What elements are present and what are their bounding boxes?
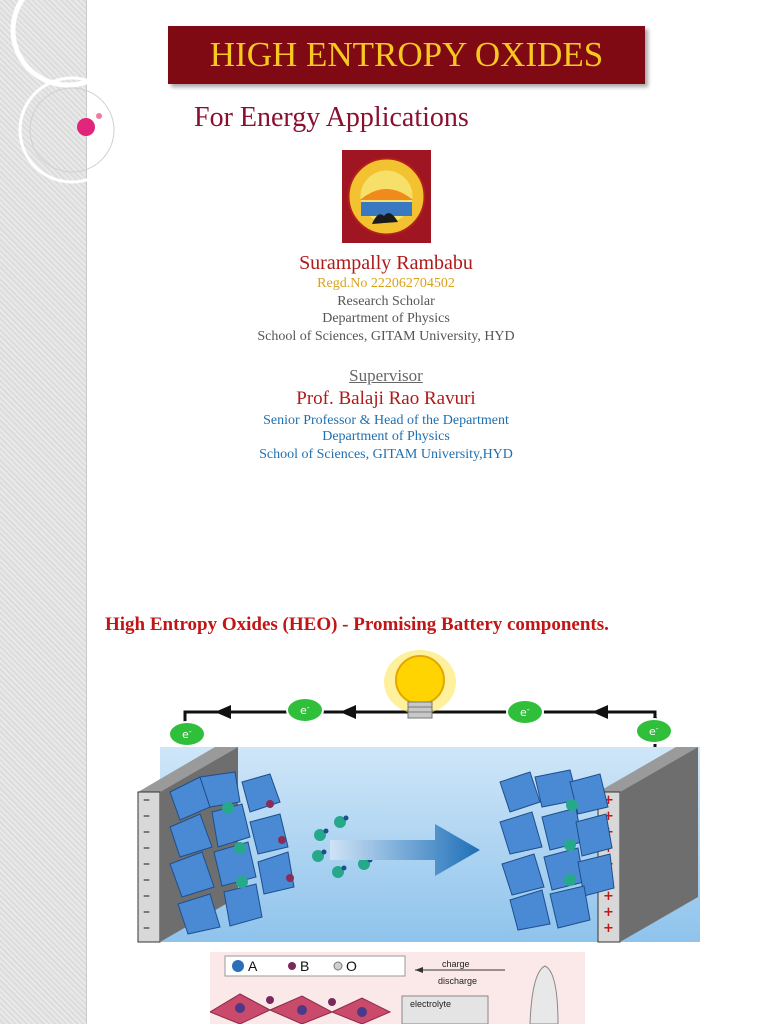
anode-crystal-structure (169, 771, 295, 935)
legend-entry-o: O (333, 958, 357, 974)
svg-text:–: – (143, 808, 150, 824)
svg-text:A: A (248, 958, 258, 974)
electron-label: e- (182, 727, 192, 741)
electron-label: e- (649, 724, 659, 738)
charge-direction-arrow (330, 824, 480, 876)
svg-text:–: – (143, 872, 150, 888)
university-logo (342, 150, 431, 243)
electrolyte-label: electrolyte (410, 999, 451, 1009)
supervisor-department: Department of Physics (322, 429, 450, 444)
lattice-fragment (210, 993, 392, 1024)
decorative-side-strip (0, 0, 126, 1024)
electrode-shape (529, 965, 559, 1024)
charge-label: charge (442, 959, 470, 969)
svg-text:–: – (143, 792, 150, 808)
decorative-circles (10, 0, 126, 184)
svg-text:+: + (603, 905, 614, 920)
svg-text:O: O (346, 958, 357, 974)
presenter-department: Department of Physics (322, 311, 450, 326)
electron-badge-2: e- (286, 697, 324, 723)
page-subtitle: For Energy Applications (194, 102, 469, 133)
battery-section-heading: High Entropy Oxides (HEO) - Promising Ba… (105, 614, 609, 635)
svg-text:–: – (143, 920, 150, 936)
legend-box (224, 955, 406, 977)
svg-text:–: – (143, 888, 150, 904)
supervisor-school: School of Sciences, GITAM University,HYD (259, 447, 513, 462)
legend-entry-a: A (232, 958, 258, 974)
supervisor-name: Prof. Balaji Rao Ravuri (296, 388, 476, 409)
svg-text:–: – (143, 824, 150, 840)
svg-text:B: B (300, 958, 309, 974)
presenter-role: Research Scholar (337, 294, 435, 309)
page-title: HIGH ENTROPY OXIDES (168, 26, 645, 84)
svg-text:–: – (143, 840, 150, 856)
presenter-school: School of Sciences, GITAM University, HY… (257, 329, 515, 344)
electron-badge-4: e- (635, 718, 673, 744)
light-bulb-icon (384, 650, 456, 719)
svg-text:–: – (143, 856, 150, 872)
presenter-name: Surampally Rambabu (299, 252, 473, 274)
cathode-crystal-structure (499, 769, 615, 931)
electrolyte-box (401, 995, 489, 1024)
svg-text:+: + (603, 809, 614, 824)
registration-number: Regd.No 222062704502 (317, 276, 455, 291)
svg-text:+: + (603, 793, 614, 808)
crystal-legend-inset: A B O charge discharge electrolyte (210, 952, 585, 1024)
legend-entry-b: B (288, 958, 309, 974)
battery-diagram: e- e- e- e- ––– ––– ––– +++ +++ +++ (137, 650, 700, 943)
electron-label: e- (520, 705, 530, 719)
electron-badge-3: e- (506, 699, 544, 725)
svg-text:+: + (603, 889, 614, 904)
supervisor-heading: Supervisor (349, 366, 423, 385)
electron-badge-1: e- (168, 721, 206, 747)
svg-text:–: – (143, 904, 150, 920)
supervisor-role: Senior Professor & Head of the Departmen… (263, 413, 509, 428)
discharge-label: discharge (438, 976, 477, 986)
svg-text:+: + (603, 921, 614, 936)
electron-label: e- (300, 703, 310, 717)
